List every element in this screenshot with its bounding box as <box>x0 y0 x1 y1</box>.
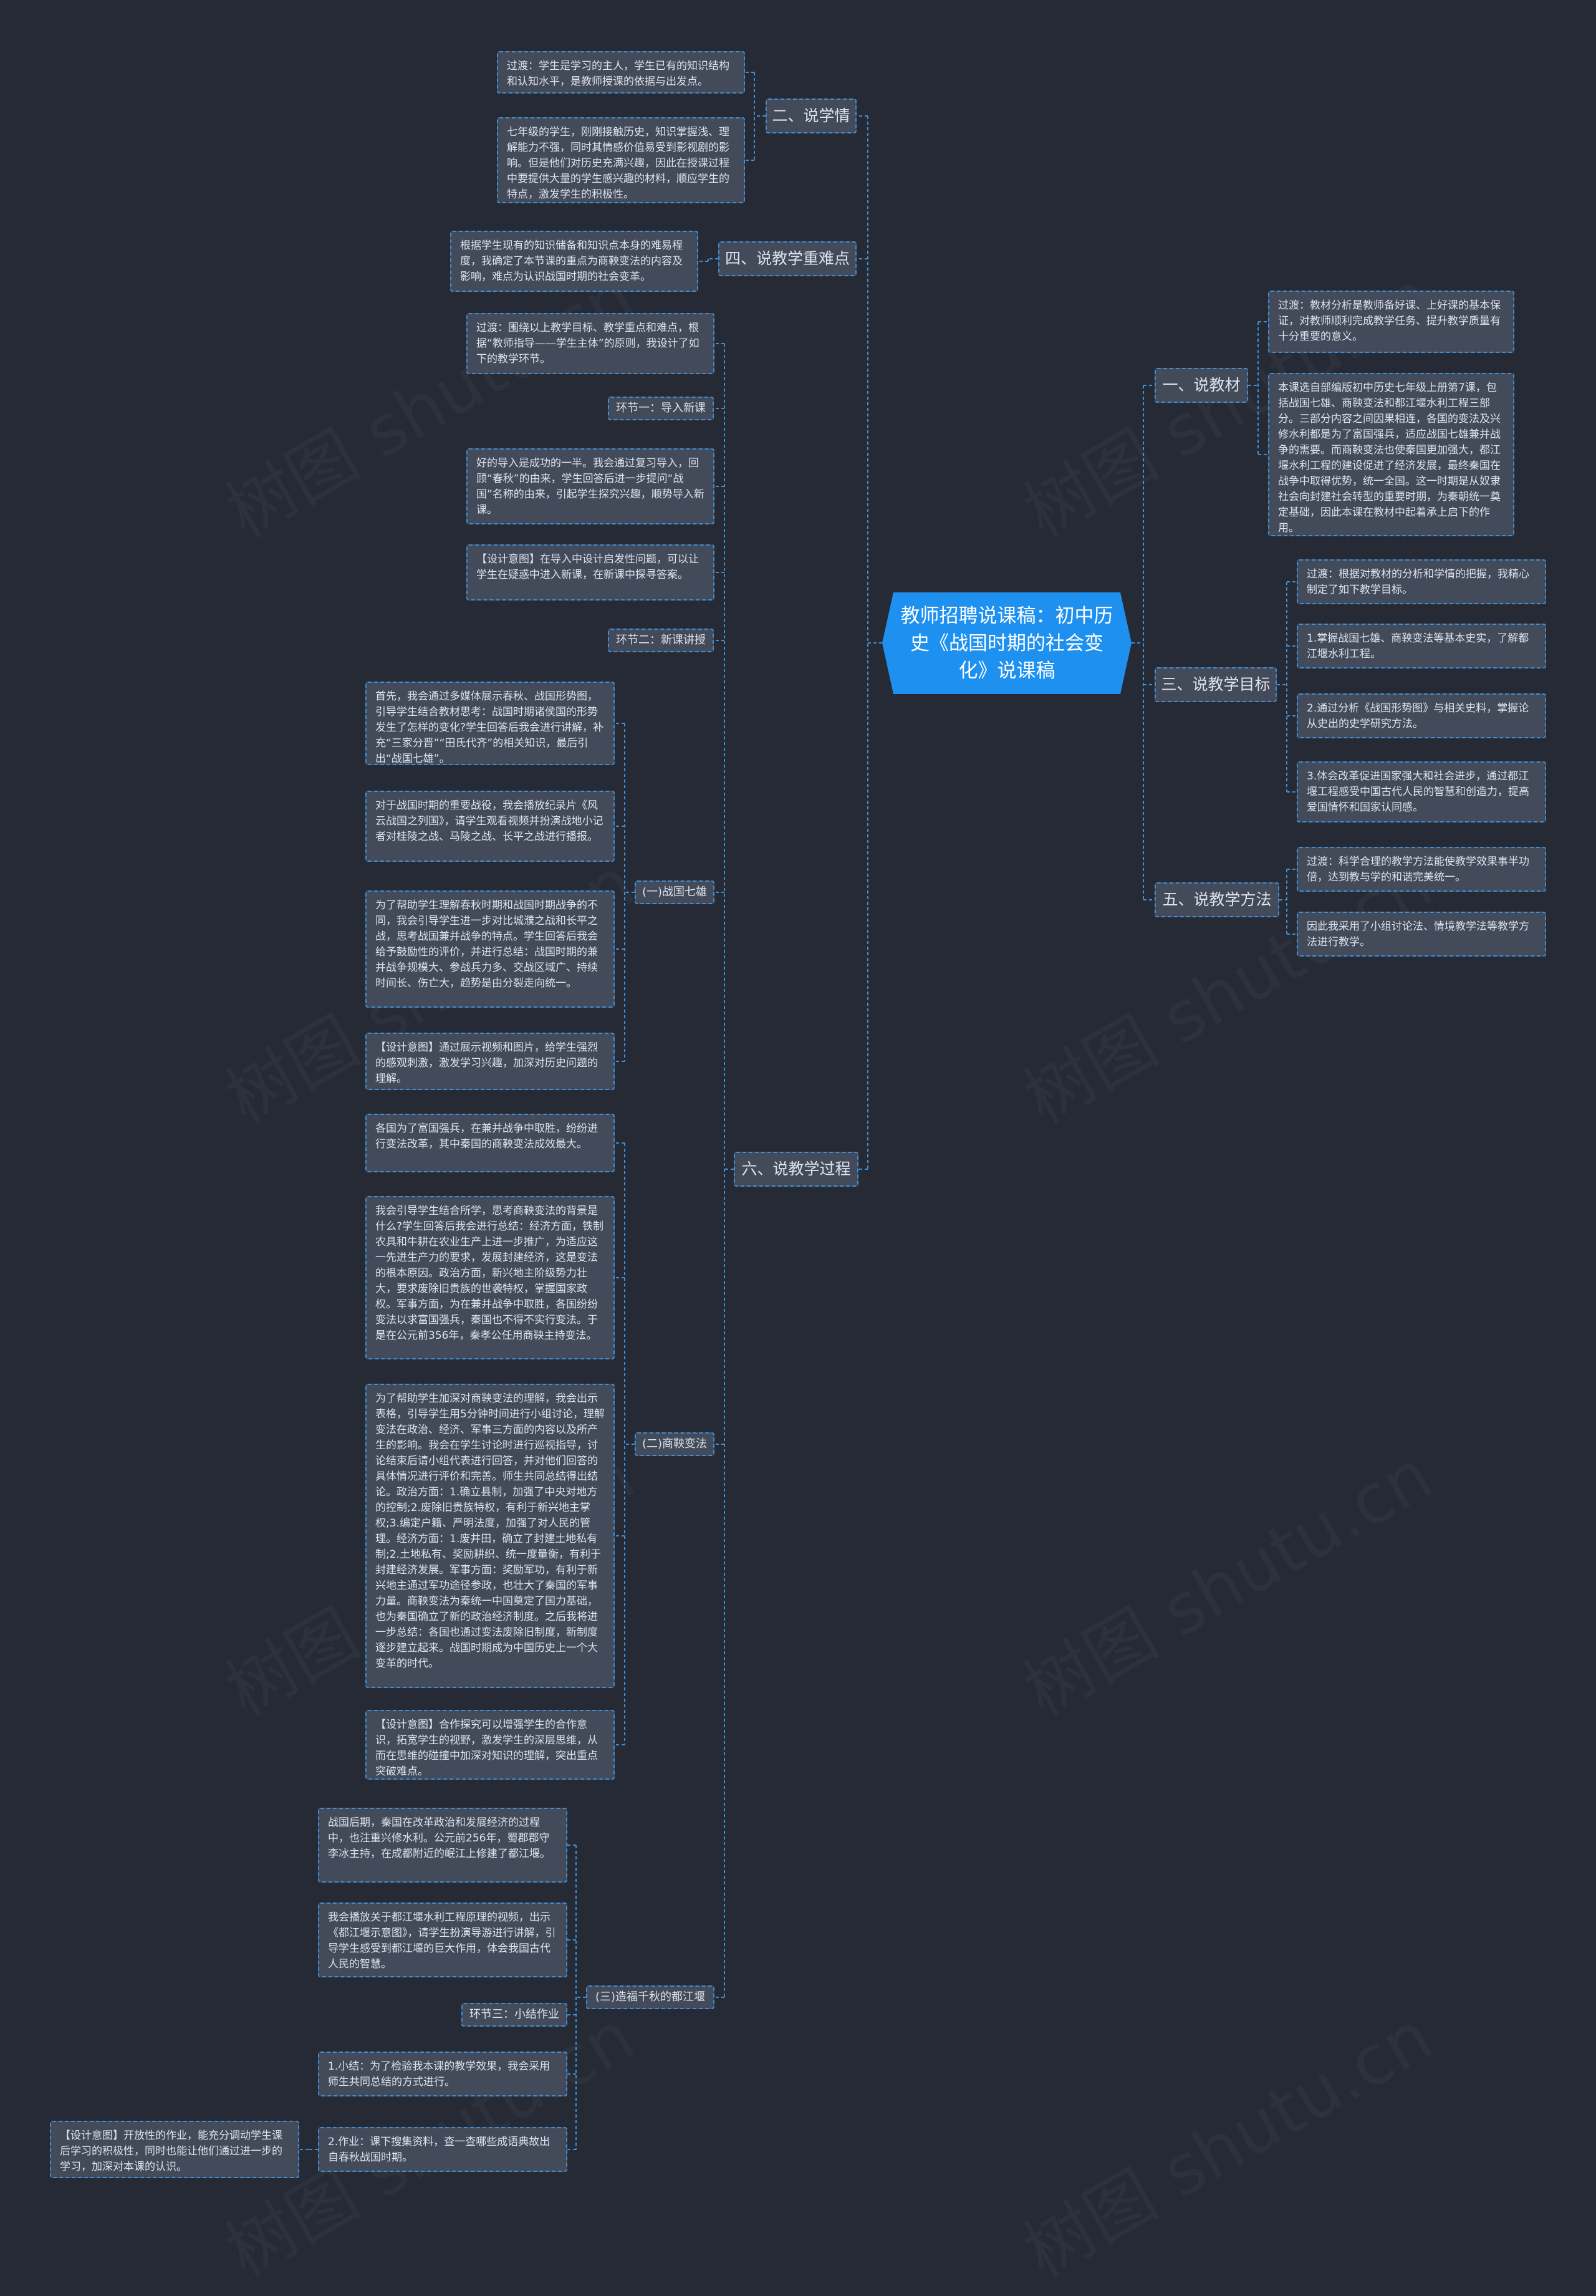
node-g2-c2[interactable]: 我会引导学生结合所学，思考商鞅变法的背景是什么?学生回答后我会进行总结：经济方面… <box>365 1196 615 1359</box>
node-b3-c3[interactable]: 2.通过分析《战国形势图》与相关史料，掌握论从史出的史学研究方法。 <box>1297 693 1546 738</box>
node-g2-c4[interactable]: 【设计意图】合作探究可以增强学生的合作意识，拓宽学生的视野，激发学生的深层思维，… <box>365 1710 615 1780</box>
node-g3-c2[interactable]: 我会播放关于都江堰水利工程原理的视频，出示《都江堰示意图》，请学生扮演导游进行讲… <box>318 1903 567 1977</box>
node-b6-c4[interactable]: 【设计意图】在导入中设计启发性问题，可以让学生在疑惑中进入新课，在新课中探寻答案… <box>466 544 714 601</box>
node-b2-c1[interactable]: 过渡：学生是学习的主人，学生已有的知识结构和认知水平，是教师授课的依据与出发点。 <box>497 51 745 94</box>
node-b6-c3[interactable]: 好的导入是成功的一半。我会通过复习导入，回顾“春秋”的由来，学生回答后进一步提问… <box>466 448 714 524</box>
node-b3-c4[interactable]: 3.体会改革促进国家强大和社会进步，通过都江堰工程感受中国古代人民的智慧和创造力… <box>1297 761 1546 822</box>
node-b4[interactable]: 四、说教学重难点 <box>718 241 857 276</box>
root-node[interactable]: 教师招聘说课稿：初中历史《战国时期的社会变化》说课稿 <box>882 592 1132 694</box>
node-g1-c2[interactable]: 对于战国时期的重要战役，我会播放纪录片《风云战国之列国》，请学生观看视频并扮演战… <box>365 791 615 862</box>
node-b4-c1[interactable]: 根据学生现有的知识储备和知识点本身的难易程度，我确定了本节课的重点为商鞅变法的内… <box>450 231 698 292</box>
node-b6-c5[interactable]: 环节二：新课讲授 <box>608 629 714 652</box>
node-b5-c1[interactable]: 过渡：科学合理的教学方法能使教学效果事半功倍，达到教与学的和谐完美统一。 <box>1297 847 1546 892</box>
node-g3[interactable]: (三)造福千秋的都江堰 <box>586 1985 714 2009</box>
node-g3-c4[interactable]: 1.小结：为了检验我本课的教学效果，我会采用师生共同总结的方式进行。 <box>318 2052 567 2096</box>
node-b3[interactable]: 三、说教学目标 <box>1155 667 1277 702</box>
node-g1-c3[interactable]: 为了帮助学生理解春秋时期和战国时期战争的不同，我会引导学生进一步对比城濮之战和长… <box>365 890 615 1008</box>
node-b6-c1[interactable]: 过渡：围绕以上教学目标、教学重点和难点，根据“教师指导——学生主体”的原则，我设… <box>466 313 714 374</box>
node-g2-c1[interactable]: 各国为了富国强兵，在兼并战争中取胜，纷纷进行变法改革，其中秦国的商鞅变法成效最大… <box>365 1114 615 1172</box>
node-b2-c2[interactable]: 七年级的学生，刚刚接触历史，知识掌握浅、理解能力不强，同时其情感价值易受到影视剧… <box>497 117 745 203</box>
node-g2-c3[interactable]: 为了帮助学生加深对商鞅变法的理解，我会出示表格，引导学生用5分钟时间进行小组讨论… <box>365 1384 615 1688</box>
root-title: 教师招聘说课稿：初中历史《战国时期的社会变化》说课稿 <box>900 604 1113 682</box>
node-g3-c3[interactable]: 环节三：小结作业 <box>461 2003 567 2027</box>
node-g1[interactable]: (一)战国七雄 <box>635 880 714 904</box>
root-shape <box>882 592 1132 694</box>
connector-lines <box>299 72 1297 2150</box>
node-b3-c1[interactable]: 过渡：根据对教材的分析和学情的把握，我精心制定了如下教学目标。 <box>1297 559 1546 604</box>
node-g3-c1[interactable]: 战国后期，秦国在改革政治和发展经济的过程中，也注重兴修水利。公元前256年，蜀郡… <box>318 1808 567 1883</box>
node-b3-c2[interactable]: 1.掌握战国七雄、商鞅变法等基本史实，了解都江堰水利工程。 <box>1297 624 1546 668</box>
node-g3-c5-1[interactable]: 【设计意图】开放性的作业，能充分调动学生课后学习的积极性，同时也能让他们通过进一… <box>50 2121 299 2178</box>
node-g1-c4[interactable]: 【设计意图】通过展示视频和图片，给学生强烈的感观刺激，激发学习兴趣，加深对历史问… <box>365 1033 615 1090</box>
node-b6[interactable]: 六、说教学过程 <box>734 1152 858 1187</box>
node-b5[interactable]: 五、说教学方法 <box>1155 882 1279 917</box>
node-g3-c5[interactable]: 2.作业：课下搜集资料，查一查哪些成语典故出自春秋战国时期。 <box>318 2127 567 2172</box>
node-b1[interactable]: 一、说教材 <box>1155 368 1248 403</box>
node-b5-c2[interactable]: 因此我采用了小组讨论法、情境教学法等教学方法进行教学。 <box>1297 912 1546 957</box>
node-b1-c2[interactable]: 本课选自部编版初中历史七年级上册第7课，包括战国七雄、商鞅变法和都江堰水利工程三… <box>1268 373 1514 536</box>
node-b2[interactable]: 二、说学情 <box>766 99 857 133</box>
node-b6-c2[interactable]: 环节一：导入新课 <box>608 397 714 420</box>
node-g2[interactable]: (二)商鞅变法 <box>635 1432 714 1456</box>
node-b1-c1[interactable]: 过渡：教材分析是教师备好课、上好课的基本保证，对教师顺利完成教学任务、提升教学质… <box>1268 291 1514 353</box>
node-g1-c1[interactable]: 首先，我会通过多媒体展示春秋、战国形势图，引导学生结合教材思考：战国时期诸侯国的… <box>365 682 615 765</box>
